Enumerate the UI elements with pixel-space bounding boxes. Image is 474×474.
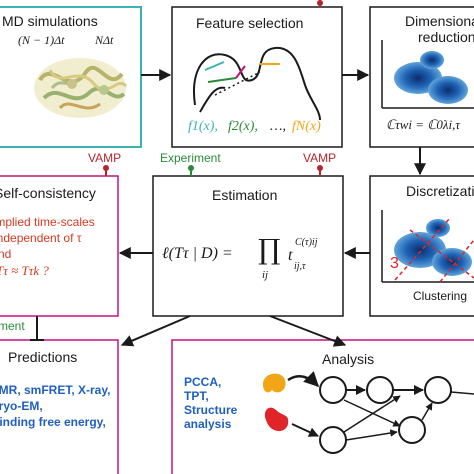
feature-ellipsis: …, [270, 119, 286, 134]
feature-curves-icon [193, 46, 321, 121]
md-simulations-title: MD simulations [2, 13, 98, 29]
vamp-left-tag: VAMP [88, 151, 122, 165]
self-consistency-line-3: nd [0, 247, 12, 261]
dimred-title-2: reduction [418, 29, 474, 45]
md-simulations-box [0, 6, 142, 148]
protein-structure-icon [34, 58, 128, 118]
self-consistency-box [0, 175, 119, 317]
estimation-title: Estimation [212, 187, 278, 203]
estimation-eq-product: ∏ [258, 233, 281, 266]
predictions-line-3: binding free energy, [0, 415, 106, 429]
estimation-eq-index: ij [262, 269, 269, 281]
experiment-top-dot [188, 165, 194, 171]
analysis-method-1: PCCA, [184, 375, 222, 389]
predictions-title: Predictions [8, 349, 78, 365]
experiment-top-tag: Experiment [160, 151, 221, 165]
vamp-right-tag: VAMP [303, 151, 337, 165]
estimation-eq-sup: C(τ)ij [295, 237, 318, 248]
arrow-estimation-to-predictions [120, 315, 191, 347]
vamp-right-dot [317, 165, 323, 171]
predictions-line-1: NMR, smFRET, X-ray, [0, 383, 111, 397]
discretization-title: Discretization [406, 183, 474, 199]
analysis-title: Analysis [322, 351, 375, 367]
self-consistency-line-2: independent of τ [0, 231, 82, 245]
analysis-method-4: analysis [184, 417, 232, 431]
red-state-icon [264, 407, 289, 432]
estimation-box [152, 175, 344, 317]
clustering-label: Clustering [413, 289, 468, 303]
discretization-number: 3 [390, 255, 399, 272]
dimensional-reduction-box [369, 6, 474, 148]
estimation-eq-term: t [288, 247, 293, 264]
feature-f1: f1(x), [188, 119, 218, 134]
analysis-box [171, 339, 474, 474]
markov-network-icon [287, 371, 474, 454]
dimred-equation: ℂτwi = ℂ0λi,τ [386, 117, 461, 132]
feature-selection-title: Feature selection [196, 15, 304, 31]
estimation-eq-left: ℓ(Tτ | D) = [162, 245, 233, 262]
self-consistency-line-1: Implied time-scales [0, 215, 95, 229]
analysis-method-3: Structure [184, 403, 238, 417]
vamp-left-dot [103, 165, 109, 171]
predictions-line-2: cryo-EM, [0, 399, 43, 413]
discretization-box [369, 175, 474, 317]
energy-landscape-icon [381, 40, 474, 109]
analysis-method-2: TPT, [184, 389, 209, 403]
predictions-box [0, 339, 119, 474]
self-consistency-line-4: Tτ ≈ Tτk ? [0, 263, 49, 278]
arrow-estimation-to-analysis [269, 315, 347, 347]
feature-f2: f2(x), [228, 119, 258, 134]
feature-fn: fN(x) [292, 119, 321, 134]
experiment-left-tag: ment [0, 319, 25, 333]
orange-state-icon [263, 373, 286, 393]
vamp-top-dot [317, 0, 323, 6]
cluster-landscape-icon [381, 210, 474, 283]
dimred-title-1: Dimensional [405, 13, 474, 29]
md-time-left: (N − 1)Δt [18, 33, 65, 47]
estimation-eq-sub: ij,τ [294, 261, 306, 272]
feature-selection-box [171, 6, 343, 148]
md-time-right: NΔt [95, 33, 114, 47]
self-consistency-title: Self-consistency [0, 185, 96, 201]
